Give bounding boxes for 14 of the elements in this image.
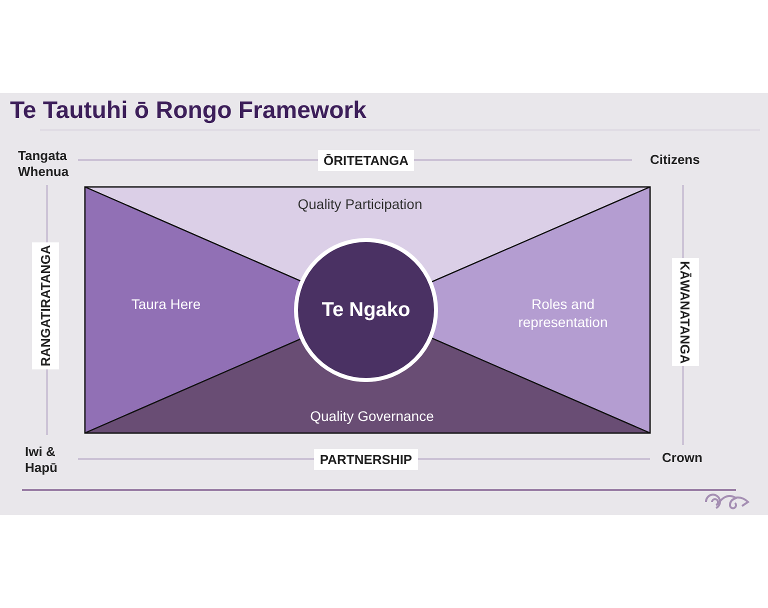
corner-label: Crown — [662, 450, 704, 466]
segment-label: Quality Participation — [296, 195, 424, 213]
corner-label: Citizens — [650, 152, 701, 168]
axis-tag: PARTNERSHIP — [314, 448, 418, 470]
segment-label: Roles and representation — [517, 295, 609, 331]
segment-label: Quality Governance — [309, 407, 435, 425]
segment-label: Taura Here — [130, 295, 202, 313]
axis-tag: ŌRITETANGA — [318, 150, 414, 170]
page-title: Te Tautuhi ō Rongo Framework — [10, 97, 366, 125]
axis-tag: RANGATIRATANGA — [32, 242, 58, 370]
corner-label: Tangata Whenua — [18, 148, 70, 180]
corner-label: Iwi & Hapū — [25, 444, 58, 476]
axis-tag: KĀWANATANGA — [672, 258, 698, 366]
circle-label: Te Ngako — [322, 298, 410, 322]
